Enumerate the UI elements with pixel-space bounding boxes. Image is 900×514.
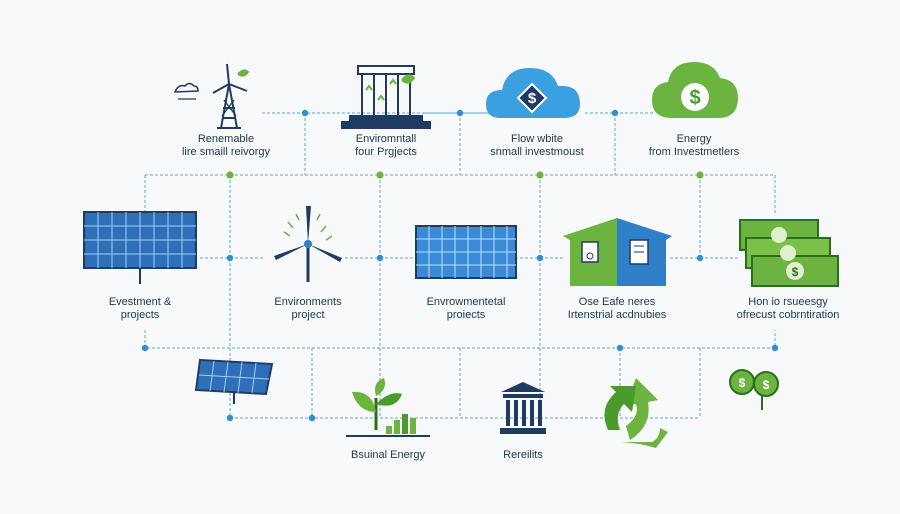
- label-investment-projects: Evestment &projects: [108, 296, 172, 321]
- label-bsuinal-energy: Bsuinal Energy: [351, 449, 425, 461]
- svg-text:$: $: [739, 376, 746, 390]
- solar-panel-icon: [83, 211, 197, 284]
- money-stack-icon: $: [739, 219, 839, 287]
- house-icon: [563, 218, 672, 286]
- bank-icon: [500, 382, 546, 434]
- junction-nodes: [141, 109, 779, 422]
- svg-text:$: $: [792, 265, 799, 279]
- dollar-tree-icon: $: [652, 62, 738, 118]
- coins-icon: $ $: [729, 369, 779, 410]
- svg-text:$: $: [689, 87, 700, 109]
- wind-turbine-icon: [173, 63, 250, 129]
- greenhouse-icon: [341, 65, 431, 129]
- plant-growth-icon: [346, 378, 430, 437]
- solar-panel-icon: [415, 225, 517, 279]
- cloud-dollar-icon: $: [486, 68, 580, 118]
- label-rereilits: Rereilits: [503, 449, 543, 461]
- wind-turbine-icon: [274, 206, 342, 282]
- small-solar-panel-icon: [194, 358, 274, 404]
- svg-text:$: $: [528, 90, 537, 107]
- recycle-icon: [604, 378, 668, 448]
- svg-text:$: $: [763, 378, 770, 392]
